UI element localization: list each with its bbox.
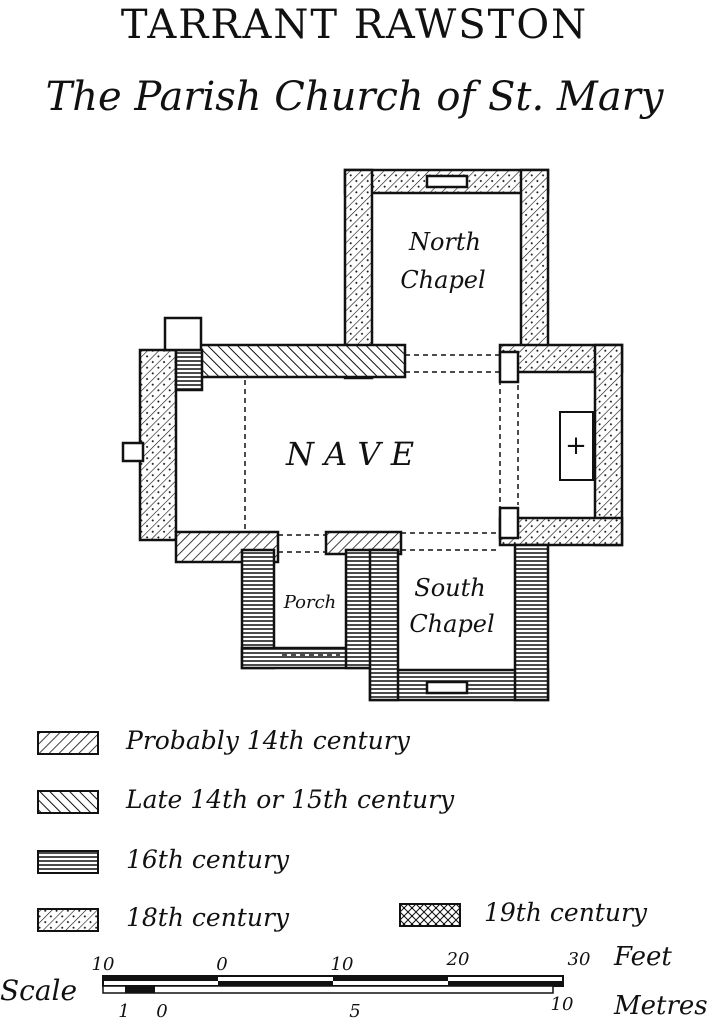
legend-label-14th: Probably 14th century — [126, 726, 410, 755]
scale-feet-tick-5: 30 — [568, 949, 591, 970]
scale-feet-tick-4: 20 — [446, 949, 470, 970]
plan-subtitle: The Parish Church of St. Mary — [45, 74, 664, 120]
scale-metre-tick-2: 0 — [156, 1001, 167, 1022]
west-buttress — [121, 441, 145, 463]
chancel-walls — [498, 343, 624, 547]
scale-feet-tick-1: 10 — [92, 954, 115, 975]
altar — [559, 411, 594, 481]
altar-cross-icon: + — [565, 431, 587, 461]
scale-metre-tick-4: 10 — [551, 994, 574, 1015]
nave-north-wall — [198, 343, 407, 379]
west-wall — [138, 348, 178, 542]
scale-feet-tick-3: 10 — [331, 954, 354, 975]
west-tower-stub — [163, 316, 203, 352]
legend-swatch-19th — [399, 903, 461, 927]
legend-label-18th: 18th century — [126, 903, 290, 932]
scale-bar — [102, 975, 564, 994]
legend-swatch-14th — [37, 731, 99, 755]
nave-label: N A V E — [285, 435, 414, 473]
legend-label-16th: 16th century — [126, 845, 290, 874]
legend-swatch-18th — [37, 908, 99, 932]
legend-label-15th: Late 14th or 15th century — [126, 785, 455, 814]
arcade-lines — [244, 354, 519, 656]
south-walls-16th — [240, 543, 550, 702]
scale-feet-tick-2: 0 — [216, 954, 227, 975]
legend-swatch-16th — [37, 850, 99, 874]
plan-title: TARRANT RAWSTON — [120, 2, 589, 48]
porch-label: Porch — [283, 592, 337, 613]
north-chapel-label-2: Chapel — [400, 266, 485, 294]
scale-feet-unit: Feet — [613, 942, 672, 972]
north-chapel-label-1: North — [408, 228, 481, 256]
legend-swatch-15th — [37, 790, 99, 814]
scale-metre-tick-3: 5 — [349, 1001, 360, 1022]
nave-south-wall-west — [174, 530, 280, 564]
scale-metre-tick-1: 1 — [118, 1001, 129, 1022]
south-chapel-label-1: South — [414, 574, 485, 602]
south-chapel-label-2: Chapel — [409, 610, 494, 638]
west-corner-16th — [174, 348, 204, 392]
scale-metre-unit: Metres — [613, 991, 708, 1021]
scale-label: Scale — [0, 974, 77, 1007]
legend-label-19th: 19th century — [484, 898, 648, 927]
